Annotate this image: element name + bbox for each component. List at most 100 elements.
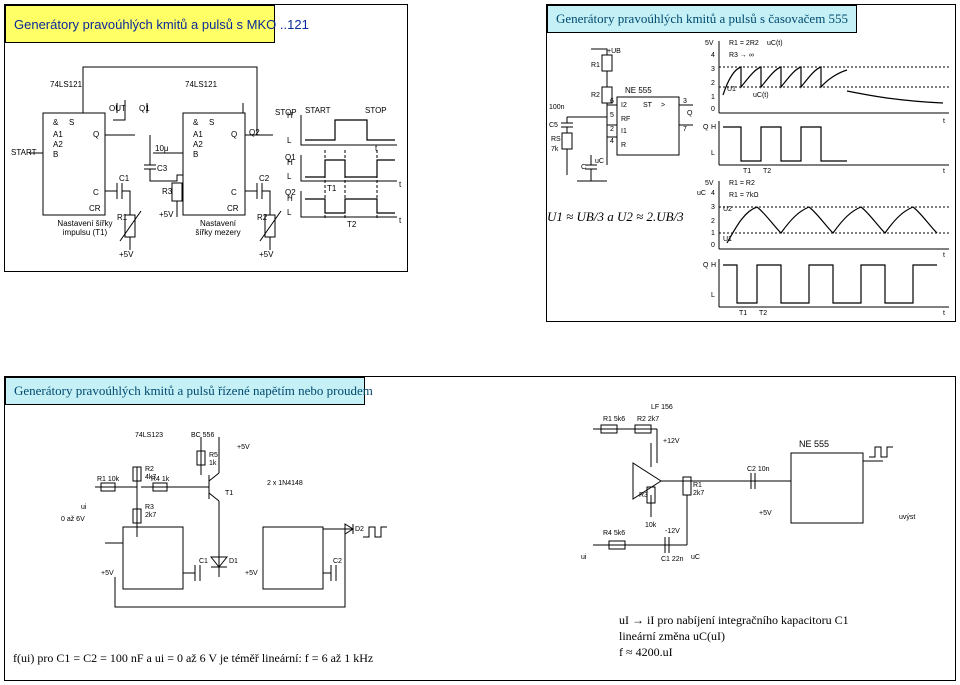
pin-b-1: B: [53, 150, 58, 159]
g1-5v: 5V: [705, 40, 714, 47]
r4-label: R4 1k: [151, 476, 170, 483]
ne555: NE 555: [799, 439, 829, 449]
pin-q-2: Q: [231, 130, 237, 139]
ui-label: ui: [81, 504, 87, 511]
g2-h: H: [711, 262, 716, 269]
rs-label: RS: [551, 136, 561, 143]
pin-b-2: B: [193, 150, 198, 159]
lf-r3: R3: [639, 492, 648, 499]
h-label-1: H: [287, 111, 293, 120]
out-label: OUT: [109, 104, 126, 113]
lf-r1b-val: 2k7: [693, 490, 704, 497]
pin-a1-2: A1: [193, 130, 203, 139]
l-label-2: L: [287, 172, 292, 181]
pin-q-1: Q: [93, 130, 99, 139]
pin-rf: RF: [621, 116, 630, 123]
h-label-2: H: [287, 158, 293, 167]
r2-label: R2: [591, 92, 600, 99]
c3-label: C3: [157, 164, 168, 173]
bc-name: BC 556: [191, 432, 214, 439]
pin4: 4: [610, 138, 614, 145]
g1-cond2: R3 → ∞: [729, 52, 754, 59]
note-1: uI → iI pro nabíjení integračního kapaci…: [619, 613, 849, 627]
ub-label: +UB: [607, 48, 621, 55]
g2-l: L: [711, 292, 715, 299]
t1-label: T1: [327, 184, 337, 193]
g1-t2: T2: [763, 168, 771, 175]
ic-name: 74LS123: [135, 432, 163, 439]
stop-label: STOP: [275, 108, 297, 117]
c1-label: C1: [199, 558, 208, 565]
d2-label: D2: [355, 526, 364, 533]
panel-timer: Generátory pravoúhlých kmitů a pulsů s č…: [546, 4, 956, 322]
pin-cr-2: CR: [227, 204, 239, 213]
r2-label: R2: [145, 466, 154, 473]
pulse-width-label: Nastavení šířky impulsu (T1): [57, 219, 113, 237]
pin-s-1: S: [69, 118, 74, 127]
g1-tick-4: 4: [711, 52, 715, 59]
pin-amp-1: &: [53, 118, 59, 127]
q1-label: Q1: [139, 104, 150, 113]
pin-cr-1: CR: [89, 204, 101, 213]
g1-q: Q: [703, 124, 709, 131]
r2-label: R2: [257, 213, 268, 222]
r10k: 10k: [645, 522, 657, 529]
g1-t1: T1: [743, 168, 751, 175]
pin-i1: I1: [621, 128, 627, 135]
g2-t: t: [943, 252, 945, 259]
h-label-3: H: [287, 194, 293, 203]
g1-tick-3: 3: [711, 66, 715, 73]
r2-value: 4k7: [145, 474, 156, 481]
t1-label: T1: [225, 490, 233, 497]
g2-tick-4: 4: [711, 190, 715, 197]
panel-voltage: Generátory pravoúhlých kmitů a pulsů říz…: [4, 376, 956, 681]
pin2: 2: [610, 126, 614, 133]
r1-label: R1 10k: [97, 476, 120, 483]
c2-label: C2: [259, 174, 270, 183]
uvyst: uvýst: [899, 514, 915, 521]
c2-10n: C2 10n: [747, 466, 770, 473]
g2-uc: uC: [697, 190, 706, 197]
c100n-label: 100n: [549, 104, 565, 111]
cap-10u: 10μ: [155, 144, 169, 153]
lf-r1b: R1: [693, 482, 702, 489]
pin-a1-1: A1: [53, 130, 63, 139]
g1-tick-1: 1: [711, 94, 715, 101]
g1-tick-2: 2: [711, 80, 715, 87]
plus5v-1: +5V: [119, 250, 134, 259]
r5-label: R5: [209, 452, 218, 459]
g2-t2: T2: [759, 310, 767, 317]
gap-width-label: Nastavení šířky mezery: [195, 219, 241, 237]
note-3: f ≈ 4200.uI: [619, 645, 673, 659]
panel-title: Generátory pravoúhlých kmitů a pulsů říz…: [5, 377, 373, 405]
pin-i2: I2: [621, 102, 627, 109]
panel-mko: Generátory pravoúhlých kmitů a pulsů s M…: [4, 4, 408, 272]
pin-r: R: [621, 142, 626, 149]
g2-tick-0: 0: [711, 242, 715, 249]
note-2: lineární změna uC(uI): [619, 629, 725, 643]
g1-t-2: t: [943, 168, 945, 175]
plus5v-b: +5V: [101, 570, 114, 577]
m12: -12V: [665, 528, 680, 535]
pin-st: ST: [643, 102, 653, 109]
lf-r2: R2 2k7: [637, 416, 659, 423]
pin-gt: >: [661, 102, 665, 109]
panel-title: Generátory pravoúhlých kmitů a pulsů s M…: [5, 5, 309, 43]
g1-tick-0: 0: [711, 106, 715, 113]
pin6: 6: [610, 98, 614, 105]
r3-value: 2k7: [145, 512, 156, 519]
q2-label: Q2: [249, 128, 260, 137]
q2-wave-label: Q2: [285, 188, 296, 197]
t2-label: T2: [347, 220, 357, 229]
r3-label: R3: [145, 504, 154, 511]
uc-label: uC: [691, 554, 700, 561]
pin-a2-2: A2: [193, 140, 203, 149]
plus5v-3: +5V: [259, 250, 274, 259]
pin-amp-2: &: [193, 118, 199, 127]
plus5v-d: +5V: [759, 510, 772, 517]
g1-t: t: [943, 118, 945, 125]
plus5v-c: +5V: [245, 570, 258, 577]
rs-value: 7k: [551, 146, 559, 153]
plus5v-2: +5V: [159, 210, 174, 219]
start-label: START: [11, 148, 37, 157]
